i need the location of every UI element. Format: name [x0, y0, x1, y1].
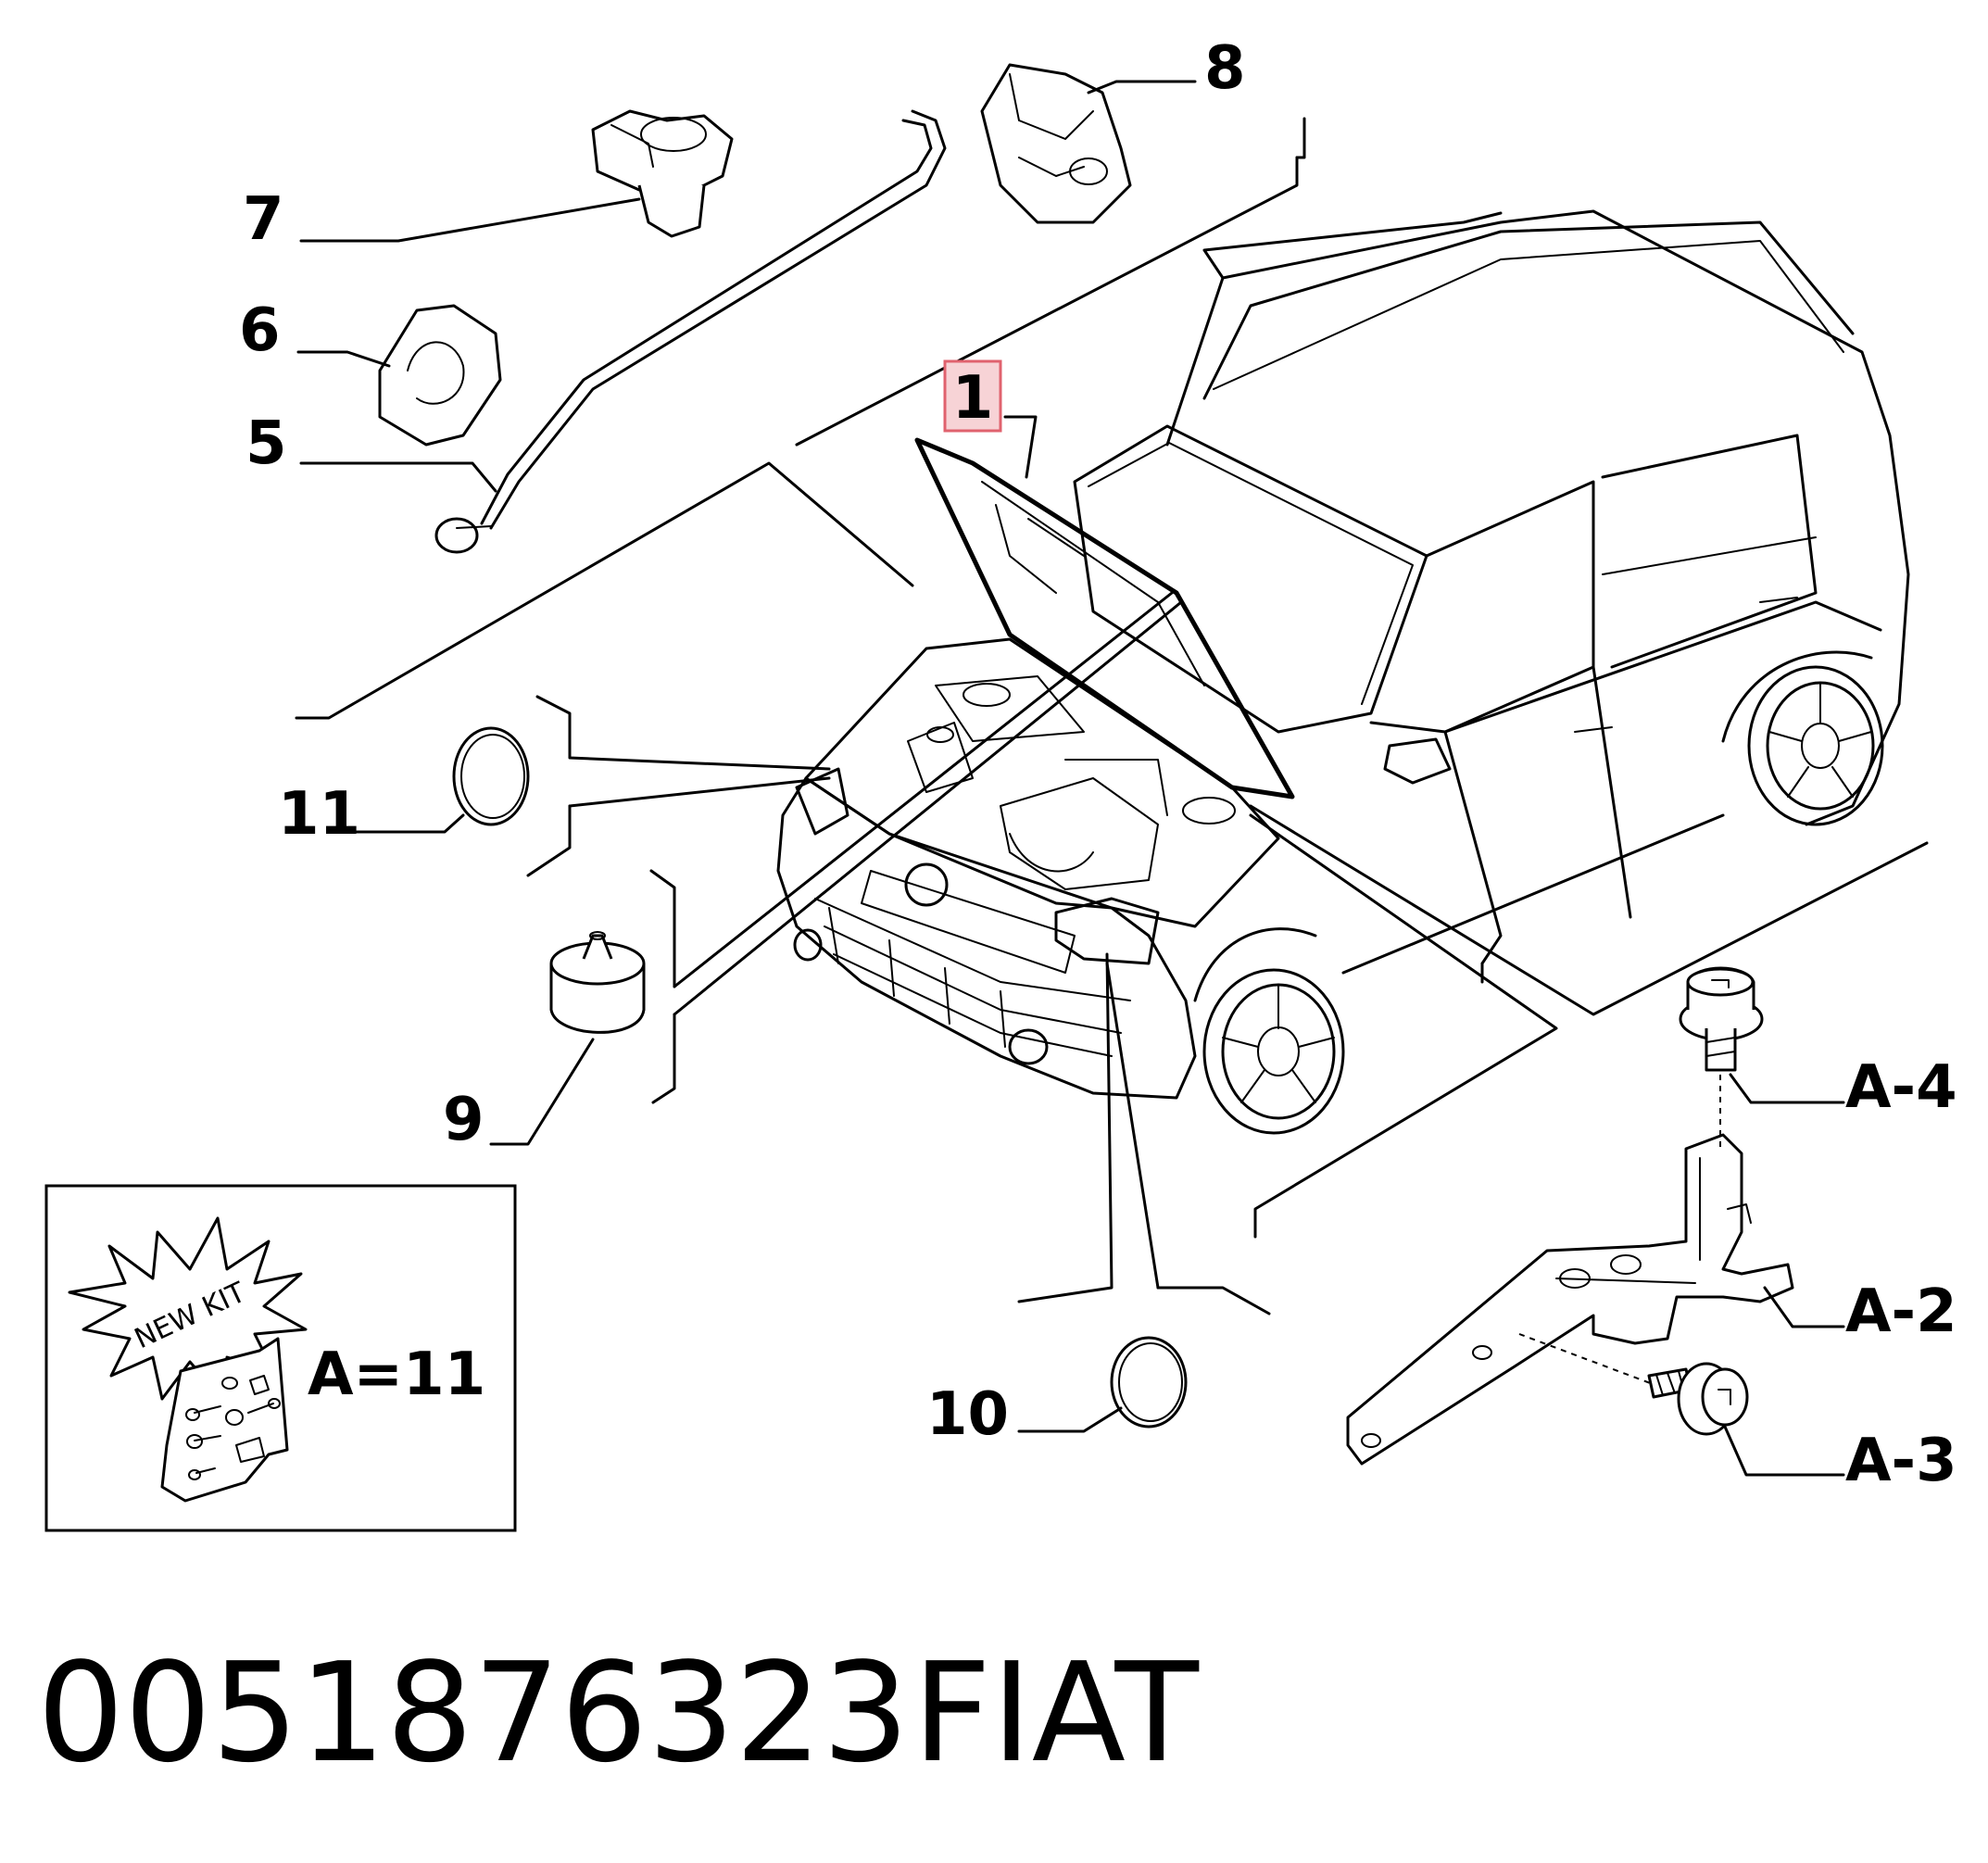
callout-a2-label[interactable]: A-2 — [1845, 1278, 1957, 1346]
callout-1-label: 1 — [952, 364, 994, 433]
part-a4-bolt — [1679, 966, 1764, 1072]
part-8-clip — [980, 63, 1132, 224]
kit-label[interactable]: A=11 — [308, 1341, 485, 1409]
kit-inset: NEW KIT A=11 — [44, 1184, 517, 1532]
part-7-bump-stop — [591, 109, 734, 238]
callout-a4-label[interactable]: A-4 — [1845, 1053, 1957, 1122]
callout-10-label[interactable]: 10 — [926, 1380, 1009, 1449]
part-9-buffer — [549, 931, 646, 1034]
callout-6-label[interactable]: 6 — [239, 296, 281, 365]
part-a2-hinge — [1346, 1075, 1794, 1466]
part-number: 0051876323 — [37, 1633, 910, 1793]
part-6-grommet — [378, 304, 502, 447]
leader-lines — [296, 80, 1845, 1477]
callout-9-label[interactable]: 9 — [443, 1086, 484, 1154]
callout-8-label[interactable]: 8 — [1204, 34, 1246, 103]
car-illustration — [776, 209, 1910, 1135]
callout-1[interactable]: 1 — [943, 359, 1002, 433]
callout-1-highlight — [943, 359, 1002, 433]
callout-11-label[interactable]: 11 — [278, 780, 360, 849]
part-11-seal-ring — [452, 726, 530, 826]
brand-name: FIAT — [912, 1633, 1200, 1793]
callout-5-label[interactable]: 5 — [245, 409, 287, 478]
callout-a3-label[interactable]: A-3 — [1845, 1427, 1957, 1495]
part-5-hood-rod — [434, 109, 947, 554]
part-10-seal-ring — [1110, 1336, 1188, 1429]
callout-7-label[interactable]: 7 — [243, 185, 284, 254]
part-a3-bolt — [1647, 1362, 1749, 1436]
bracket-lines — [295, 117, 1929, 1315]
